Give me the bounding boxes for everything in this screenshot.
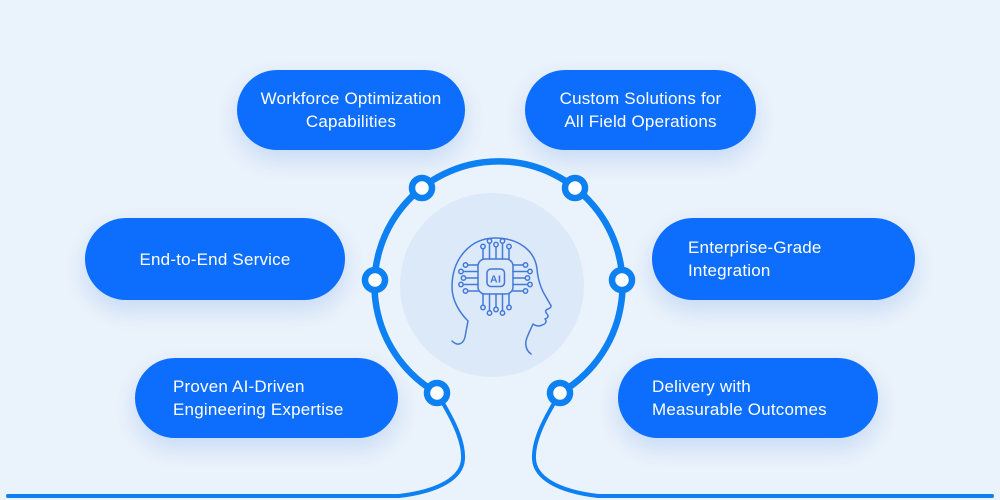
pill-line: Custom Solutions for <box>559 89 722 108</box>
pill-line: Proven AI-Driven <box>173 377 305 396</box>
connector-node <box>423 379 451 407</box>
connector-node <box>408 174 436 202</box>
pill-enterprise-integration: Enterprise-Grade Integration <box>652 218 915 300</box>
pill-line: Integration <box>688 261 771 280</box>
pill-end-to-end-service: End-to-End Service <box>85 218 345 300</box>
connector-node <box>608 266 636 294</box>
pill-line: Capabilities <box>305 112 397 131</box>
pill-line: Measurable Outcomes <box>652 400 827 419</box>
chip-label: AI <box>490 274 502 286</box>
chip-pin-dots <box>458 238 533 316</box>
ai-chip-inner <box>486 268 506 288</box>
pill-line: Delivery with <box>652 377 751 396</box>
pill-custom-solutions: Custom Solutions for All Field Operation… <box>525 70 756 150</box>
pill-line: Workforce Optimization <box>260 89 442 108</box>
pill-delivery-outcomes: Delivery with Measurable Outcomes <box>618 358 878 438</box>
ai-head-icon: AI <box>451 237 552 355</box>
right-shoulder-curve <box>531 391 994 498</box>
pill-line: Engineering Expertise <box>173 400 344 419</box>
chip-pins <box>462 242 529 312</box>
pill-line: Enterprise-Grade <box>688 238 822 257</box>
left-shoulder-curve <box>6 391 466 498</box>
pill-line: All Field Operations <box>564 112 717 131</box>
connector-nodes <box>361 174 636 407</box>
connector-ring <box>371 158 626 397</box>
connector-node <box>546 379 574 407</box>
head-outline <box>451 237 552 355</box>
connector-node <box>361 266 389 294</box>
center-halo <box>400 193 584 377</box>
pill-workforce-optimization: Workforce Optimization Capabilities <box>237 70 465 150</box>
pill-proven-ai-expertise: Proven AI-Driven Engineering Expertise <box>135 358 398 438</box>
pill-line: End-to-End Service <box>139 249 291 269</box>
connector-node <box>561 174 589 202</box>
